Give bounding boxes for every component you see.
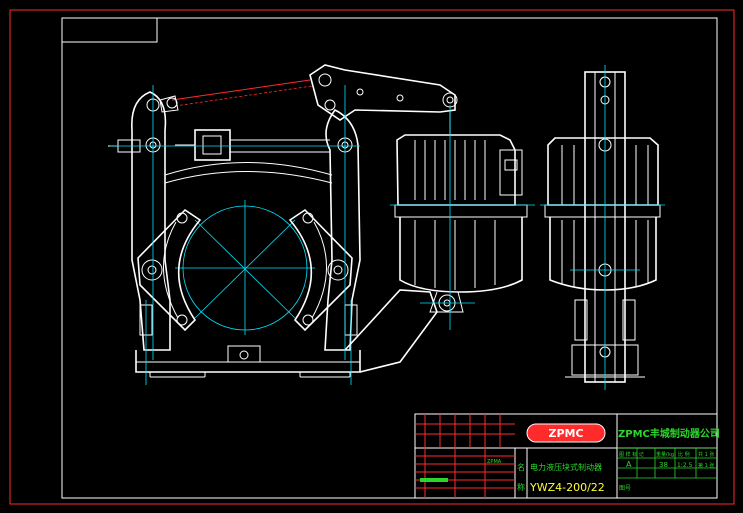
stamp-label: ZPMA (487, 459, 502, 465)
corner-code-box (61, 17, 158, 43)
product-name: 电力液压块式制动器 (530, 462, 602, 472)
outer-frame (9, 9, 735, 505)
scale-value: 1:2.5 (677, 462, 693, 469)
thruster-front (344, 105, 535, 373)
inner-frame (61, 17, 718, 499)
weight-value: 38 (659, 461, 668, 469)
side-char-top: 名 (517, 462, 525, 472)
front-view (108, 64, 458, 385)
logo-text: ZPMC (548, 427, 583, 440)
title-block (414, 413, 718, 499)
side-char-bottom: 称 (517, 482, 525, 492)
company-name: ZPMC丰城制动器公司 (618, 427, 720, 440)
header-scale: 比 例 (678, 451, 690, 458)
sheet-number: 第 1 张 (698, 462, 714, 469)
version-mark: A (626, 460, 632, 469)
model-number: YWZ4-200/22 (529, 481, 605, 494)
side-view (540, 65, 665, 390)
header-marks: 图 样 标 记 (619, 451, 644, 458)
header-weight: 重量(kg) (656, 451, 676, 458)
sheet-total: 共 1 张 (698, 451, 714, 458)
drawing-number-label: 图号 (619, 485, 631, 492)
zpmc-logo (526, 423, 606, 443)
